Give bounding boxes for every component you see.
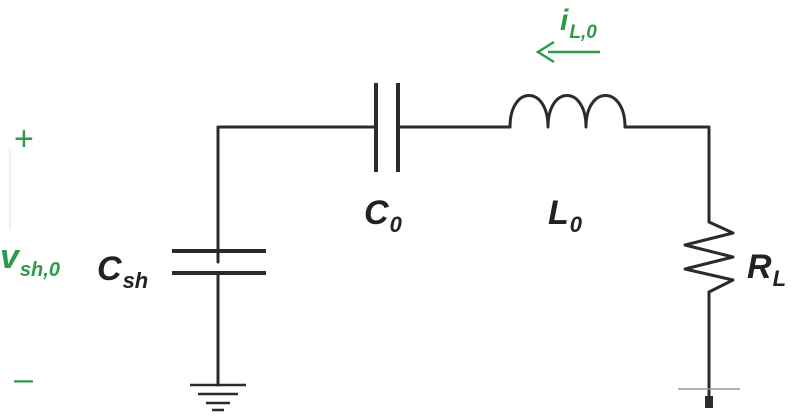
label-r-l-subscript: L bbox=[772, 266, 787, 291]
label-r-l: RL bbox=[747, 250, 786, 290]
label-c-sh: Csh bbox=[97, 252, 148, 292]
label-c-0: C0 bbox=[364, 196, 402, 236]
label-c-sh-subscript: sh bbox=[122, 268, 149, 293]
label-c-0-subscript: 0 bbox=[389, 212, 402, 237]
source-minus-sign: – bbox=[14, 360, 33, 398]
source-plus-sign: + bbox=[14, 120, 34, 158]
resistor-rl-zigzag bbox=[683, 220, 735, 294]
label-l-0: L0 bbox=[548, 196, 582, 236]
source-voltage-subscript: sh,0 bbox=[19, 259, 60, 281]
label-c-sh-symbol: C bbox=[97, 250, 122, 288]
current-label: iL,0 bbox=[560, 4, 597, 43]
current-subscript: L,0 bbox=[569, 22, 597, 43]
source-voltage-symbol: v bbox=[0, 238, 19, 276]
ground-marker-right bbox=[705, 396, 713, 408]
current-arrow-head bbox=[535, 40, 555, 64]
label-r-l-symbol: R bbox=[747, 248, 772, 286]
current-symbol: i bbox=[560, 4, 569, 37]
label-l-0-subscript: 0 bbox=[569, 212, 583, 237]
wire-top-right bbox=[623, 125, 711, 224]
wire-top-left bbox=[216, 125, 376, 264]
inductor-l0-coils bbox=[508, 94, 627, 129]
label-l-0-symbol: L bbox=[548, 194, 569, 232]
label-c-0-symbol: C bbox=[364, 194, 389, 232]
source-voltage-label: vsh,0 bbox=[0, 240, 60, 280]
